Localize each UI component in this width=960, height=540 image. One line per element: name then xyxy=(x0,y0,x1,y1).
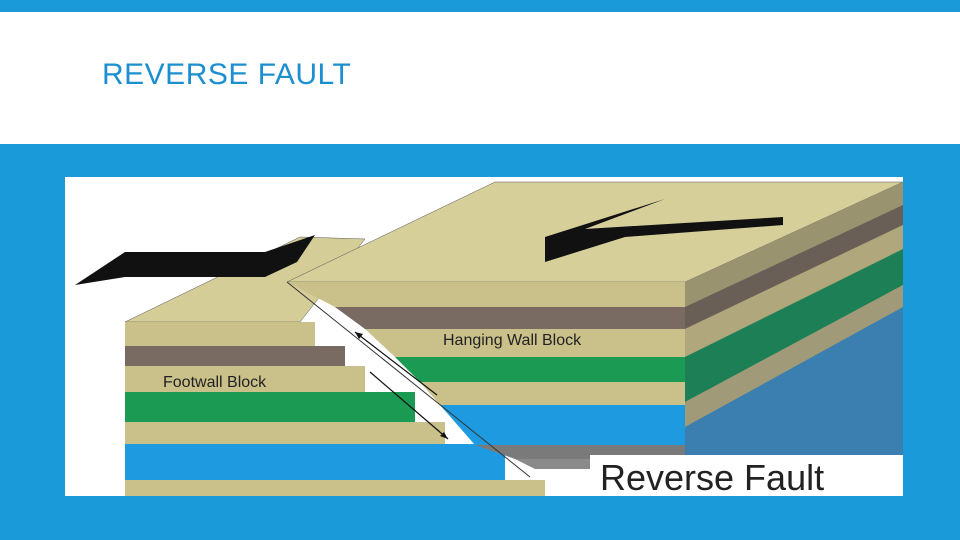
hanging-wall-block xyxy=(286,181,903,496)
footwall-block xyxy=(124,236,545,496)
compression-arrow-right xyxy=(545,199,783,262)
compression-arrow-left xyxy=(75,235,315,285)
footwall-label: Footwall Block xyxy=(163,374,267,391)
hanging-wall-label: Hanging Wall Block xyxy=(443,332,582,349)
slip-arrows xyxy=(354,331,449,440)
fault-block-illustration: Hanging Wall Block Footwall Block Revers… xyxy=(75,181,903,496)
diagram-caption: Reverse Fault xyxy=(600,457,824,496)
reverse-fault-diagram: Hanging Wall Block Footwall Block Revers… xyxy=(65,177,903,496)
caption-box xyxy=(590,455,903,496)
top-accent-bar xyxy=(0,0,960,12)
slide-title: REVERSE FAULT xyxy=(102,58,352,91)
